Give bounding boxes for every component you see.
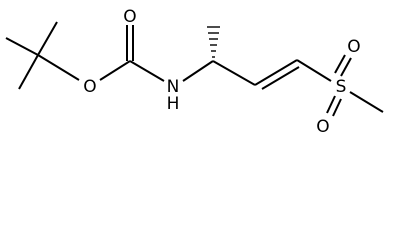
bond-stereocenter-to-alkene (212, 60, 256, 86)
atom-amine-nitrogen: N (167, 77, 180, 97)
atom-sulfonyl-oxygen-bottom: O (316, 117, 329, 137)
bond-tbu-to-oxygen (37, 54, 80, 81)
bond-tbu-methyl-left (5, 37, 39, 56)
bond-alkene-to-sulfur (296, 59, 332, 82)
bond-tbu-methyl-top (37, 21, 58, 56)
atom-amine-hydrogen: H (167, 94, 180, 114)
bond-sulfonyl-bottom-b (332, 98, 342, 117)
bond-oxygen-to-carbonyl (99, 60, 131, 81)
atom-sulfonyl-oxygen-top: O (347, 37, 360, 57)
bond-nitrogen-to-stereocenter (182, 60, 214, 82)
bond-sulfur-to-methyl (349, 91, 384, 113)
atom-carbonyl-oxygen: O (123, 7, 136, 27)
atom-ester-oxygen: O (83, 77, 96, 97)
bond-alkene-double-a (254, 59, 298, 86)
bond-sulfonyl-bottom-a (326, 95, 336, 114)
bond-tbu-methyl-bottom (18, 54, 39, 90)
bond-carbonyl-to-nitrogen (129, 60, 165, 82)
bond-sulfonyl-top-a (334, 54, 346, 74)
bond-sulfonyl-top-b (340, 57, 352, 77)
structure-diagram: O O N H S O O (5, 7, 384, 137)
bond-alkene-double-b (261, 66, 300, 90)
atom-sulfur: S (336, 77, 347, 97)
hashed-wedge-bond (207, 26, 220, 58)
